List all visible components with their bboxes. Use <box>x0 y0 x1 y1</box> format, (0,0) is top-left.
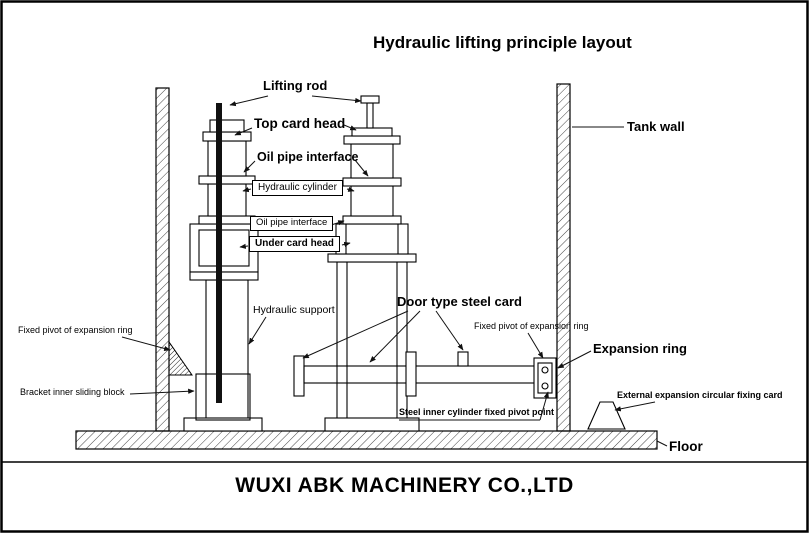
label-fixed-pivot-of-expansion-ring-left: Fixed pivot of expansion ring <box>18 325 133 335</box>
label-top-card-head: Top card head <box>254 116 346 131</box>
label-tank-wall: Tank wall <box>627 119 685 134</box>
label-hydraulic-cylinder: Hydraulic cylinder <box>252 180 343 196</box>
floor-slab <box>75 430 658 450</box>
label-under-card-head: Under card head <box>249 236 340 252</box>
label-steel-inner-cylinder-fixed-pivot-point: Steel inner cylinder fixed pivot point <box>399 407 555 417</box>
label-bracket-inner-sliding-block: Bracket inner sliding block <box>20 387 125 397</box>
leader-lines <box>121 95 668 447</box>
diagram-title: Hydraulic lifting principle layout <box>373 33 632 52</box>
label-oil-pipe-interface-mid: Oil pipe interface <box>250 216 334 231</box>
label-hydraulic-support: Hydraulic support <box>253 304 335 316</box>
label-floor: Floor <box>669 439 703 454</box>
expansion-ring-pivot-bracket-left <box>168 340 193 376</box>
company-name: WUXI ABK MACHINERY CO.,LTD <box>235 474 574 497</box>
expansion-ring-beam <box>293 351 557 399</box>
right-cylinder-assembly <box>324 95 420 432</box>
right-tank-wall <box>556 83 571 432</box>
label-oil-pipe-interface-top: Oil pipe interface <box>257 150 359 164</box>
label-fixed-pivot-of-expansion-ring-right: Fixed pivot of expansion ring <box>474 321 589 331</box>
pivot-point-top <box>541 366 549 374</box>
pivot-point-bottom <box>541 382 549 390</box>
tank-walls <box>155 83 571 432</box>
left-cylinder-assembly <box>183 119 263 432</box>
external-expansion-fixing-card <box>587 401 626 430</box>
label-external-expansion-circular-fixing-card: External expansion circular fixing card <box>617 390 783 400</box>
label-expansion-ring: Expansion ring <box>593 341 687 356</box>
left-lifting-rod <box>216 103 222 403</box>
left-tank-wall <box>155 87 170 432</box>
label-door-type-steel-card: Door type steel card <box>397 294 522 309</box>
label-lifting-rod: Lifting rod <box>263 78 328 93</box>
